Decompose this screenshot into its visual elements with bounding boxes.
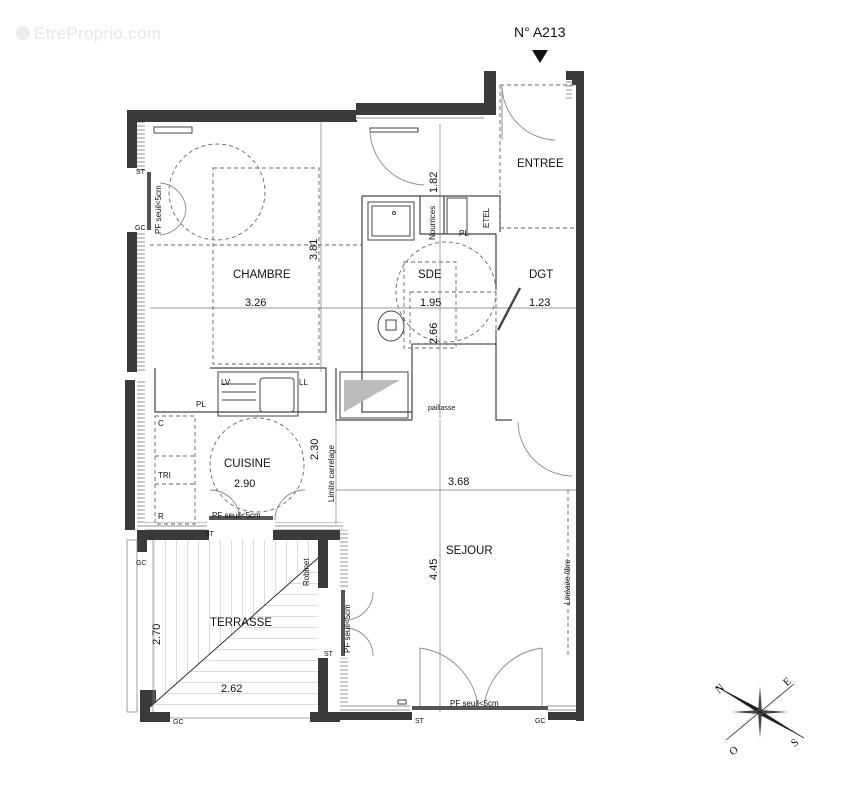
label-st-terrasse: ST	[324, 651, 333, 658]
label-tri: TRI	[158, 471, 171, 480]
dimension-chambre-length: 3.81	[308, 238, 320, 260]
dimension-cuisine-width: 2.90	[234, 478, 256, 490]
label-pf-seuil-chambre: PF seuil<5cm	[154, 185, 163, 234]
label-gc-chambre: GC	[135, 225, 146, 232]
room-label-sde: SDE	[418, 269, 442, 281]
label-gc-sejour: GC	[535, 718, 546, 725]
label-ll: LL	[299, 378, 308, 387]
window-frames	[147, 172, 548, 710]
compass-rose	[715, 683, 805, 741]
dimension-sejour-length: 4.45	[428, 558, 440, 580]
label-robinet: Robinet	[302, 558, 311, 586]
label-c: C	[158, 419, 164, 428]
label-nourrices: Nourrices	[428, 205, 437, 240]
room-label-chambre: CHAMBRE	[233, 269, 291, 281]
dimension-terrasse-length: 2.70	[151, 623, 163, 645]
label-st-sejour: ST	[415, 718, 424, 725]
watermark-logo-icon	[16, 26, 30, 40]
fixtures	[153, 126, 468, 705]
room-label-sejour: SEJOUR	[446, 545, 493, 557]
label-gc-terrasse-left: GC	[136, 560, 147, 567]
dimension-sde-width: 1.95	[420, 297, 442, 309]
dimension-dgt-width: 1.23	[529, 297, 551, 309]
label-pl-kitchen: PL	[196, 400, 206, 409]
label-pf-seuil-cuisine: PF seuil<5cm	[212, 511, 261, 520]
dimension-chambre-width: 3.26	[245, 297, 267, 309]
door-swings	[159, 85, 573, 707]
label-st-cuisine: ST	[205, 531, 214, 538]
room-label-entree: ENTREE	[517, 158, 564, 170]
terrace-decking	[126, 539, 319, 719]
label-pl-sde: PL	[459, 229, 469, 238]
label-lineaire-libre: Linéaire libre	[563, 559, 572, 605]
label-st-chambre: ST	[136, 169, 145, 176]
interior-walls	[154, 195, 512, 421]
dimension-cuisine-length: 2.30	[309, 438, 321, 460]
label-limite-carrelage: Limite carrelage	[327, 445, 336, 502]
label-etel: ETEL	[482, 207, 491, 228]
unit-number: N° A213	[514, 24, 566, 40]
label-r: R	[158, 512, 164, 521]
room-label-terrasse: TERRASSE	[210, 617, 272, 629]
entrance-arrow-icon	[532, 50, 548, 63]
dimension-lines	[150, 122, 576, 712]
dimension-sde-length: 2.66	[428, 322, 440, 344]
room-label-dgt: DGT	[529, 269, 554, 281]
room-label-cuisine: CUISINE	[224, 458, 271, 470]
label-gc-terrasse-bottom: GC	[173, 719, 184, 726]
furniture-outlines	[150, 84, 576, 655]
label-lv: LV	[221, 378, 231, 387]
watermark: EtreProprio.com	[16, 24, 161, 44]
dimension-terrasse-width: 2.62	[221, 683, 243, 695]
dimension-sejour-width: 3.68	[448, 476, 470, 488]
label-pf-seuil-sejour-side: PF seuil<5cm	[343, 604, 352, 653]
insulation	[137, 80, 576, 712]
label-paillasse: paillasse	[428, 405, 456, 412]
dimension-entree-length: 1.82	[428, 171, 440, 193]
watermark-text: EtreProprio.com	[34, 24, 162, 43]
label-pf-seuil-sejour: PF seuil<5cm	[450, 699, 499, 708]
